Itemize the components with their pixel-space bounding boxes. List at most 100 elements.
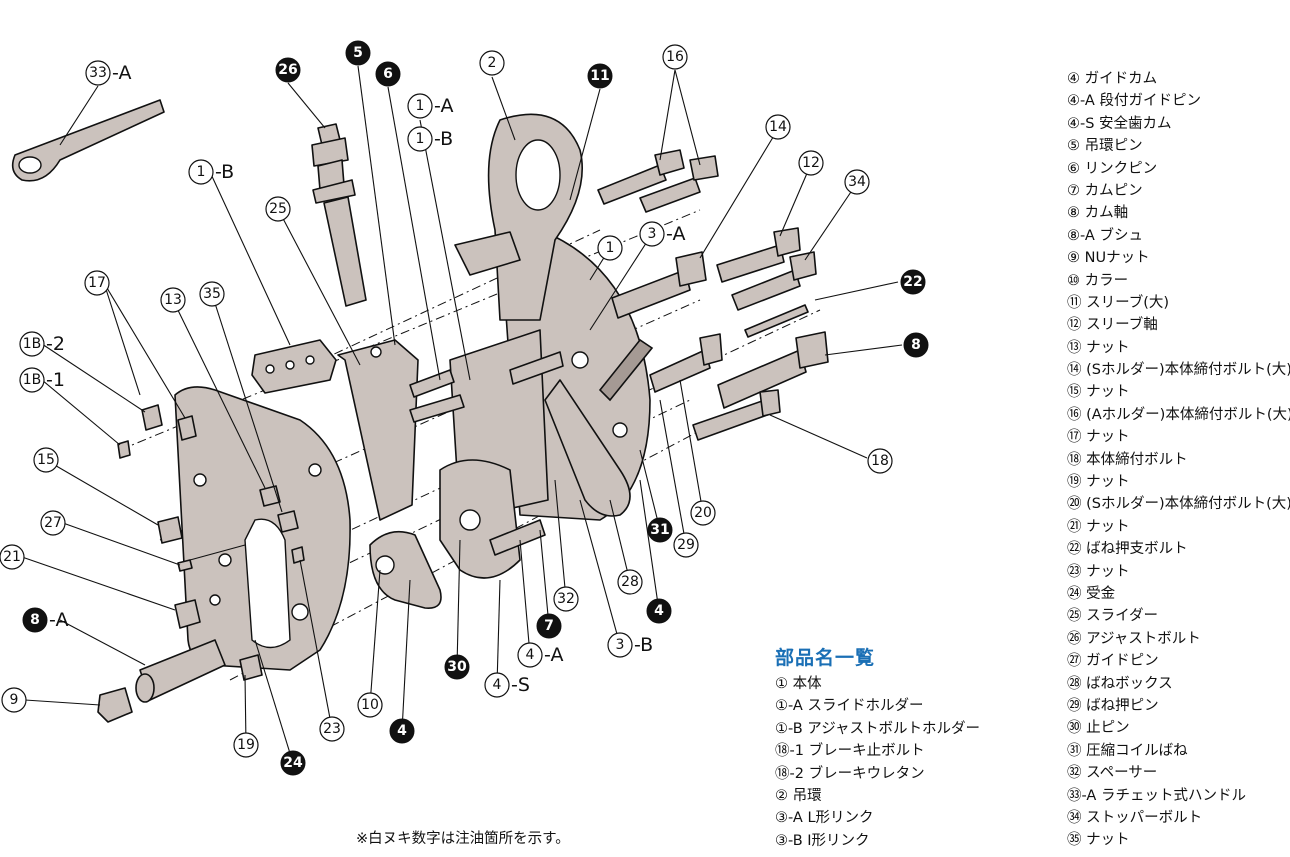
callout-badge: 1	[597, 235, 623, 261]
callout-badge: 27	[40, 510, 66, 536]
ratchet-handle-part	[11, 99, 165, 182]
callout-number: 18	[871, 453, 889, 469]
legend-item: ⑨ NUナット	[1067, 250, 1150, 267]
legend-item: ① 本体	[775, 676, 822, 692]
main-body-plate-part	[174, 386, 351, 671]
callout-number: 33	[89, 65, 107, 81]
callout-number: 14	[769, 119, 787, 135]
callout-number: 5	[353, 45, 363, 61]
callout-badge: 2	[479, 50, 505, 76]
legend-item: ㉗ ガイドピン	[1067, 653, 1159, 670]
callout-number: 32	[557, 591, 575, 607]
legend-item: ⑦ カムピン	[1067, 182, 1143, 199]
legend-item: ⑪ スリーブ(大)	[1067, 294, 1170, 311]
legend-item: ⑫ スリーブ軸	[1067, 317, 1158, 334]
right-assembly-part	[439, 113, 654, 579]
legend-item: ⑭ (Sホルダー)本体締付ボルト(大)	[1067, 362, 1290, 379]
legend-item: ①-A スライドホルダー	[775, 698, 924, 715]
callout-number: 35	[203, 286, 221, 302]
callout-badge: 16	[662, 44, 688, 70]
callout-number: 4	[493, 677, 502, 693]
callout-badge: 11	[587, 63, 613, 89]
legend-item: ⑱-1 ブレーキ止ボルト	[775, 743, 925, 760]
callout-suffix: -A	[666, 223, 685, 245]
callout-badge: 4-S	[484, 672, 530, 698]
callout-suffix: -2	[46, 333, 65, 355]
callout-number: 31	[650, 522, 669, 538]
callout-number: 8	[30, 612, 40, 628]
legend-item: ④ ガイドカム	[1067, 71, 1158, 87]
callout-badge: 21	[0, 544, 25, 570]
legend-item: ㉜ スペーサー	[1067, 765, 1158, 782]
callout-badge: 18	[867, 448, 893, 474]
legend-item: ㉖ アジャストボルト	[1067, 630, 1201, 647]
callout-number: 1	[416, 98, 425, 114]
callout-number: 1B	[23, 336, 42, 352]
guide-cam-part	[369, 530, 442, 609]
bolts-part	[597, 149, 829, 441]
callout-suffix: -B	[634, 634, 653, 656]
callout-badge: 28	[617, 569, 643, 595]
callout-number: 4	[397, 723, 407, 739]
callout-number: 1	[416, 131, 425, 147]
callout-number: 6	[383, 66, 393, 82]
callout-number: 12	[802, 155, 820, 171]
callout-badge: 1B-2	[19, 331, 65, 357]
legend-item: ⑧ カム軸	[1067, 205, 1129, 222]
legend-item: ③-B I形リンク	[775, 832, 870, 849]
legend-item: ⑮ ナット	[1067, 384, 1130, 401]
callout-number: 3	[648, 226, 657, 242]
callout-number: 25	[269, 201, 287, 217]
callout-badge: 8	[903, 332, 929, 358]
callout-badge: 1-A	[407, 93, 453, 119]
legend-item: ㉝-A ラチェット式ハンドル	[1067, 787, 1246, 804]
callout-suffix: -A	[49, 609, 68, 631]
callout-number: 3	[616, 637, 625, 653]
legend-item: ④-S 安全歯カム	[1067, 115, 1172, 132]
callout-number: 34	[848, 174, 866, 190]
legend-item: ㉛ 圧縮コイルばね	[1067, 742, 1188, 759]
callout-number: 1	[606, 240, 615, 256]
callout-number: 20	[694, 505, 712, 521]
callout-badge: 26	[275, 57, 301, 83]
callout-badge: 31	[647, 517, 673, 543]
legend-item: ㉙ ばね押ピン	[1067, 697, 1159, 714]
callout-badge: 19	[233, 732, 259, 758]
callout-number: 27	[44, 515, 62, 531]
callout-number: 2	[488, 55, 497, 71]
callout-badge: 4	[389, 718, 415, 744]
callout-number: 23	[323, 721, 341, 737]
callout-badge: 8 -A	[22, 607, 68, 633]
callout-number: 8	[911, 337, 921, 353]
callout-badge: 3 -A	[639, 221, 685, 247]
callout-badge: 30	[444, 654, 470, 680]
callout-badge: 1-B	[407, 126, 453, 152]
slider-part	[337, 339, 419, 521]
legend-item: ㉔ 受金	[1067, 585, 1116, 602]
legend-item: ⑥ リンクピン	[1067, 160, 1158, 177]
callout-badge: 7	[536, 613, 562, 639]
legend-item: ⑩ カラー	[1067, 272, 1129, 289]
callout-number: 24	[283, 755, 303, 771]
callout-badge: 32	[553, 586, 579, 612]
callout-number: 17	[88, 275, 106, 291]
callout-badge: 5	[345, 40, 371, 66]
callout-badge: 17	[84, 270, 110, 296]
legend-item: ⑰ ナット	[1067, 429, 1130, 446]
legend-item: ㉘ ばねボックス	[1067, 675, 1173, 692]
legend-item: ② 吊環	[775, 787, 822, 804]
callout-number: 28	[621, 574, 639, 590]
callout-badge: 15	[33, 447, 59, 473]
callout-number: 1B	[23, 372, 42, 388]
callout-suffix: -A	[544, 644, 563, 666]
callout-number: 13	[164, 292, 182, 308]
callout-number: 16	[666, 49, 684, 65]
legend-item: ⑬ ナット	[1067, 339, 1130, 356]
callout-number: 30	[447, 659, 467, 675]
callout-suffix: -1	[46, 369, 65, 391]
legend-item: ⑧-A ブシュ	[1067, 227, 1143, 244]
